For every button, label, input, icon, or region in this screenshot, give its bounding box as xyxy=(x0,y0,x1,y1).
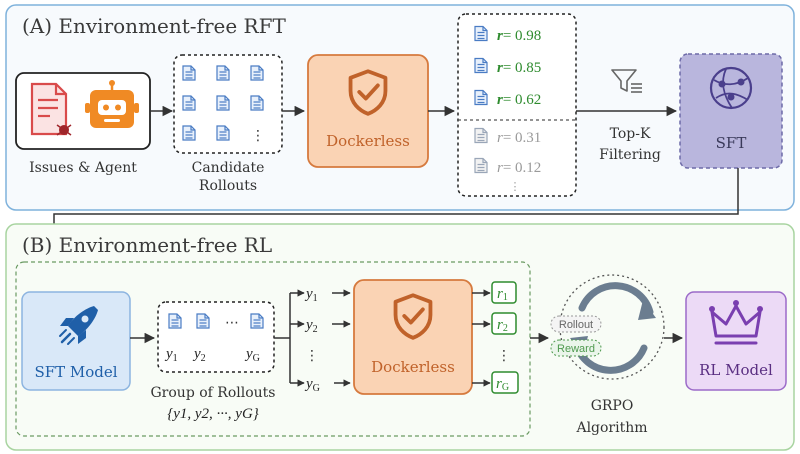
score-kept-2: r= 0.85 xyxy=(474,57,541,76)
rollout-ellipsis: ⋮ xyxy=(305,348,319,364)
svg-text:Rollout: Rollout xyxy=(559,319,593,331)
sft-box xyxy=(679,53,783,169)
group-var-2: y2 xyxy=(192,346,206,364)
sft-model-box xyxy=(21,291,131,391)
document-icon xyxy=(182,65,196,81)
document-icon xyxy=(250,65,264,81)
score-kept-3: r= 0.62 xyxy=(474,89,541,108)
svg-text:r= 0.31: r= 0.31 xyxy=(497,130,541,146)
group-ellipsis: ⋯ xyxy=(225,315,239,331)
document-icon xyxy=(474,127,488,144)
sft-model-label: SFT Model xyxy=(34,363,117,381)
group-set: {y1, y2, ···, yG} xyxy=(167,406,259,422)
dockerless-label-a: Dockerless xyxy=(326,132,410,150)
document-icon xyxy=(474,25,488,42)
candidate-label-line2: Rollouts xyxy=(199,178,257,194)
document-alert-icon xyxy=(30,82,72,136)
svg-text:Reward: Reward xyxy=(557,343,595,355)
document-icon xyxy=(474,57,488,74)
rollout-var-g: yG xyxy=(304,376,320,394)
scores-box xyxy=(457,13,577,197)
document-icon xyxy=(182,95,196,111)
svg-text:rG: rG xyxy=(496,376,509,393)
grpo-label-line2: Algorithm xyxy=(575,420,647,436)
rocket-icon xyxy=(59,306,98,345)
group-label: Group of Rollouts xyxy=(151,385,276,401)
group-rollouts-box xyxy=(157,301,275,373)
funnel-icon xyxy=(611,69,642,93)
reward-box-2: r2 xyxy=(491,312,517,335)
svg-text:⋮: ⋮ xyxy=(251,128,265,144)
score-dropped-1: r= 0.31 xyxy=(474,127,541,146)
svg-text:r= 0.12: r= 0.12 xyxy=(497,160,541,176)
panel-b-title: (B) Environment-free RL xyxy=(22,233,272,257)
rollout-var-2: y2 xyxy=(304,317,318,335)
svg-text:r2: r2 xyxy=(497,317,508,334)
document-icon xyxy=(216,65,230,81)
document-icon xyxy=(250,313,264,329)
document-icon xyxy=(250,95,264,111)
document-icon xyxy=(182,125,196,141)
grpo-rollout-tag: Rollout xyxy=(550,315,602,333)
panel-b-inner-frame xyxy=(15,261,531,437)
filter-label-line2: Filtering xyxy=(599,147,661,163)
reward-box-1: r1 xyxy=(491,281,517,304)
candidate-label-line1: Candidate xyxy=(192,160,265,176)
grpo-label-line1: GRPO xyxy=(591,398,634,414)
document-icon xyxy=(216,95,230,111)
svg-text:r= 0.98: r= 0.98 xyxy=(497,28,541,44)
sft-label: SFT xyxy=(716,134,747,152)
document-icon xyxy=(474,89,488,106)
grpo-circle xyxy=(559,274,665,380)
scores-ellipsis: ⋮ xyxy=(510,180,521,193)
reward-ellipsis: ⋮ xyxy=(497,348,511,364)
group-var-g: yG xyxy=(244,346,260,364)
score-kept-1: r= 0.98 xyxy=(474,25,541,44)
svg-text:r1: r1 xyxy=(497,286,508,303)
rollout-var-1: y1 xyxy=(304,286,318,304)
robot-icon xyxy=(85,80,139,128)
score-dropped-2: r= 0.12 xyxy=(474,157,541,176)
document-icon xyxy=(168,313,182,329)
crown-icon xyxy=(709,300,763,345)
reward-box-g: rG xyxy=(491,371,519,394)
svg-text:r= 0.85: r= 0.85 xyxy=(497,60,541,76)
dockerless-label-b: Dockerless xyxy=(371,358,455,376)
group-var-1: y1 xyxy=(164,346,178,364)
svg-text:r= 0.62: r= 0.62 xyxy=(497,92,541,108)
network-globe-icon xyxy=(709,66,753,110)
rl-model-box xyxy=(685,291,787,391)
panel-a-title: (A) Environment-free RFT xyxy=(22,14,286,38)
filter-label-line1: Top-K xyxy=(610,126,651,142)
grpo-reward-tag: Reward xyxy=(550,339,602,357)
issues-agent-label: Issues & Agent xyxy=(29,160,137,176)
document-icon xyxy=(216,125,230,141)
document-icon xyxy=(474,157,488,174)
rl-model-label: RL Model xyxy=(699,361,773,379)
candidate-rollout-grid: ⋮ xyxy=(182,65,265,144)
document-icon xyxy=(196,313,210,329)
